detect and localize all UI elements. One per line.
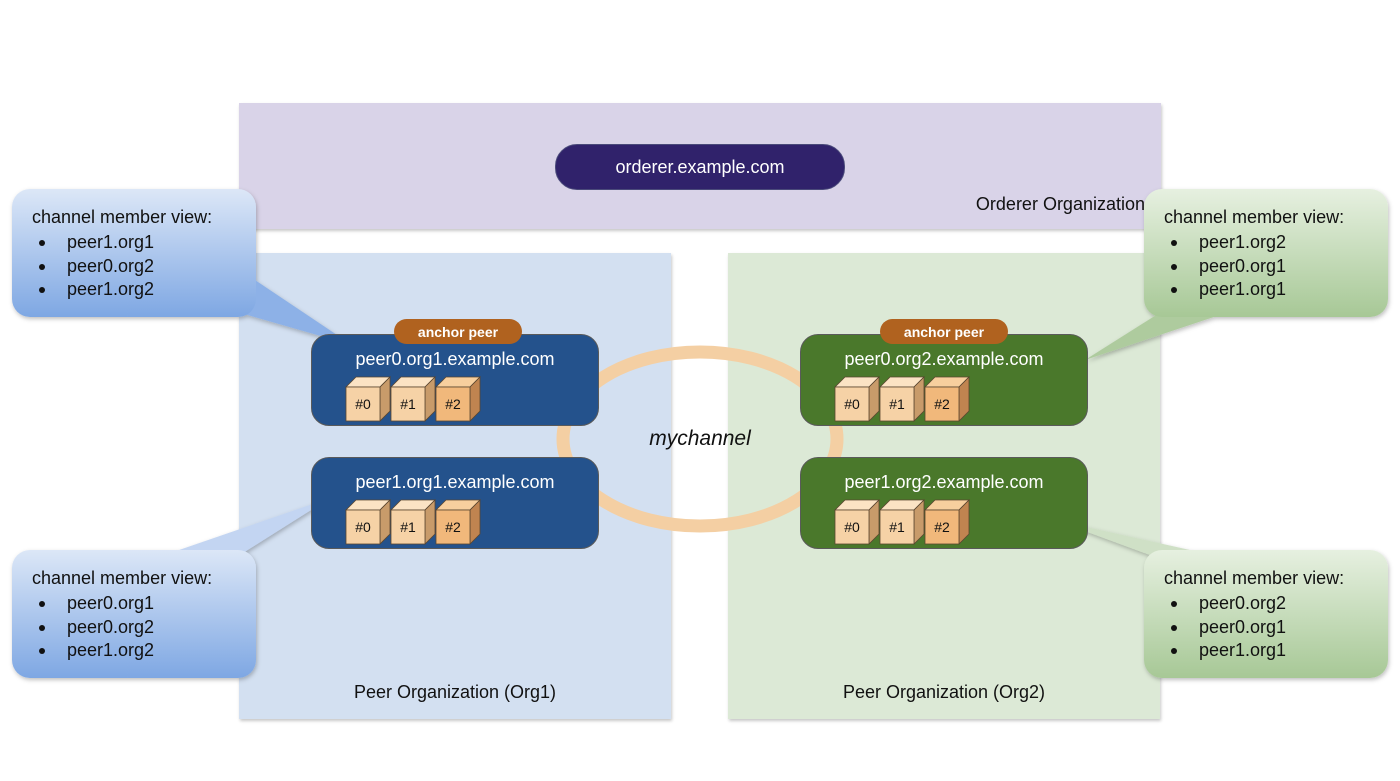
peer-name: peer1.org2.example.com — [844, 472, 1044, 492]
callout-bubble-bottom-right — [1055, 520, 1388, 678]
block: #1 — [879, 499, 925, 545]
callout-title: channel member view: — [1164, 207, 1345, 227]
block-label: #1 — [889, 519, 905, 535]
anchor-peer-badge-org2: anchor peer — [880, 319, 1008, 344]
block: #0 — [834, 499, 880, 545]
peer-name: peer1.org1.example.com — [355, 472, 555, 492]
callout-list: peer0.org1 peer0.org2 peer1.org2 — [32, 592, 154, 663]
peer-node-peer0-org2: peer0.org2.example.com #0 #1 #2 — [800, 334, 1088, 426]
peer-node-peer1-org2: peer1.org2.example.com #0 #1 #2 — [800, 457, 1088, 549]
block-label: #0 — [355, 519, 371, 535]
block: #1 — [879, 376, 925, 422]
callout-list: peer0.org2 peer0.org1 peer1.org1 — [1164, 592, 1286, 663]
peer-name: peer0.org1.example.com — [355, 349, 555, 369]
block: #0 — [834, 376, 880, 422]
block-label: #1 — [400, 396, 416, 412]
org2-label: Peer Organization (Org2) — [842, 682, 1046, 702]
block-label: #0 — [355, 396, 371, 412]
callout-bubble-bottom-left — [12, 498, 330, 678]
callout-bubble-top-right — [1085, 189, 1388, 360]
block-label: #1 — [889, 396, 905, 412]
list-item: peer0.org2 — [1164, 592, 1286, 616]
list-item: peer0.org2 — [32, 616, 154, 640]
peer-node-peer1-org1: peer1.org1.example.com #0 #1 #2 — [311, 457, 599, 549]
callout-list: peer1.org2 peer0.org1 peer1.org1 — [1164, 231, 1286, 302]
block-label: #2 — [934, 396, 950, 412]
block: #1 — [390, 376, 436, 422]
list-item: peer0.org1 — [1164, 616, 1286, 640]
callout-bottom-right: channel member view: peer0.org2 peer0.or… — [1144, 550, 1388, 678]
block: #2 — [924, 376, 970, 422]
block-label: #2 — [445, 396, 461, 412]
callout-title: channel member view: — [1164, 568, 1345, 588]
list-item: peer0.org2 — [32, 255, 154, 279]
block: #2 — [924, 499, 970, 545]
list-item: peer0.org1 — [1164, 255, 1286, 279]
list-item: peer1.org2 — [1164, 231, 1286, 255]
list-item: peer1.org2 — [32, 639, 154, 663]
block: #0 — [345, 376, 391, 422]
block-label: #0 — [844, 519, 860, 535]
callout-top-left: channel member view: peer1.org1 peer0.or… — [12, 189, 256, 317]
anchor-peer-badge-org1: anchor peer — [394, 319, 522, 344]
peer-node-peer0-org1: peer0.org1.example.com #0 #1 #2 — [311, 334, 599, 426]
list-item: peer1.org1 — [1164, 278, 1286, 302]
block: #1 — [390, 499, 436, 545]
list-item: peer0.org1 — [32, 592, 154, 616]
callout-bottom-left: channel member view: peer0.org1 peer0.or… — [12, 550, 256, 678]
block: #2 — [435, 376, 481, 422]
list-item: peer1.org1 — [1164, 639, 1286, 663]
callout-title: channel member view: — [32, 207, 213, 227]
orderer-organization-label: Orderer Organization — [975, 194, 1145, 214]
peer-name: peer0.org2.example.com — [844, 349, 1044, 369]
callout-list: peer1.org1 peer0.org2 peer1.org2 — [32, 231, 154, 302]
ledger-blocks: #0 #1 #2 — [834, 499, 970, 545]
block-label: #2 — [934, 519, 950, 535]
block: #0 — [345, 499, 391, 545]
block-label: #2 — [445, 519, 461, 535]
org1-label: Peer Organization (Org1) — [353, 682, 557, 702]
callout-title: channel member view: — [32, 568, 213, 588]
ledger-blocks: #0 #1 #2 — [834, 376, 970, 422]
ledger-blocks: #0 #1 #2 — [345, 499, 481, 545]
callout-bubble-top-left — [12, 189, 352, 345]
block-label: #0 — [844, 396, 860, 412]
channel-label: mychannel — [649, 427, 751, 450]
list-item: peer1.org2 — [32, 278, 154, 302]
channel-ring — [556, 345, 844, 533]
ledger-blocks: #0 #1 #2 — [345, 376, 481, 422]
list-item: peer1.org1 — [32, 231, 154, 255]
orderer-node: orderer.example.com — [555, 144, 845, 190]
callout-top-right: channel member view: peer1.org2 peer0.or… — [1144, 189, 1388, 317]
block: #2 — [435, 499, 481, 545]
block-label: #1 — [400, 519, 416, 535]
